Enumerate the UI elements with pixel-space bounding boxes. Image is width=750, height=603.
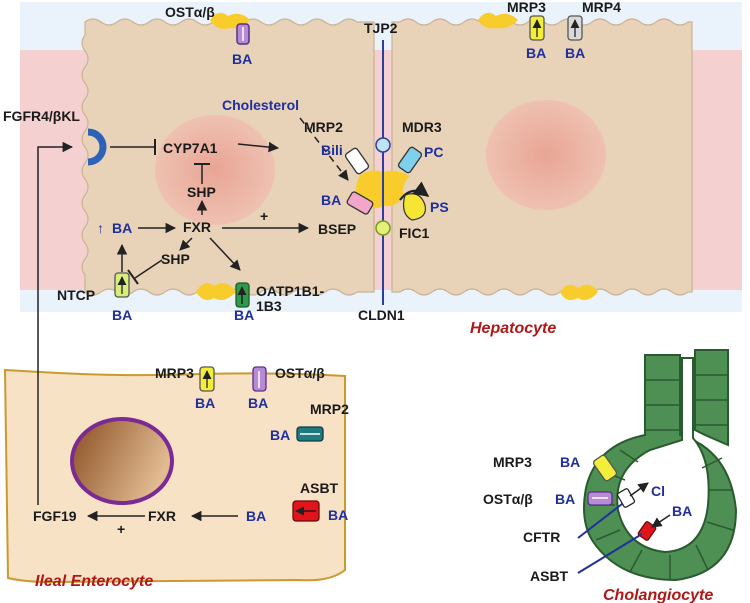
ost-ileal-label: OSTα/β [275, 365, 325, 381]
fxr-ileal-label: FXR [148, 508, 176, 524]
cldn1-label: CLDN1 [358, 307, 405, 323]
mrp3-ileal-label: MRP3 [155, 365, 194, 381]
fgf19-to-fgfr4-arrow [37, 141, 74, 505]
fic1-label: FIC1 [399, 225, 430, 241]
asbt-chol-label: ASBT [530, 568, 569, 584]
fgf19-label: FGF19 [33, 508, 77, 524]
canaliculus-bottom-left [196, 283, 236, 300]
cldn1-junction [375, 220, 391, 236]
mrp2-ileal-label: MRP2 [310, 401, 349, 417]
hepatocyte-nucleus-right [486, 100, 606, 210]
ost-top-label: OSTα/β [165, 4, 215, 20]
ba-mrp4-top-label: BA [565, 45, 585, 61]
mrp3-transporter-chol [592, 454, 618, 482]
ps-label: PS [430, 199, 449, 215]
oatp-label-a: OATP1B1- [256, 283, 325, 299]
ost-transporter-chol [587, 491, 613, 506]
ba-mrp3-ileal-label: BA [195, 395, 215, 411]
mrp3-top-label: MRP3 [507, 0, 546, 15]
canaliculus-top-right [478, 12, 518, 29]
mrp4-top-label: MRP4 [582, 0, 621, 15]
bsep-label: BSEP [318, 221, 356, 237]
up-arrow-label: ↑ [97, 220, 104, 236]
cholesterol-dashed-arrow [299, 117, 349, 181]
ost-transporter-top [236, 23, 250, 45]
plus-2-label: + [117, 521, 125, 537]
ba-oatp-label: BA [234, 307, 254, 323]
bili-label: Bili [321, 142, 343, 158]
cholesterol-label: Cholesterol [222, 97, 299, 113]
shp1-label: SHP [187, 184, 216, 200]
ba-ntcp-label: BA [112, 307, 132, 323]
shp-ntcp-inhibit-line [134, 259, 163, 279]
mrp2-transporter-ileal [296, 426, 324, 442]
ba-bsep-label: BA [321, 192, 341, 208]
cyp-arrow [237, 141, 280, 153]
labels: OSTα/β BA MRP3 MRP4 BA BA TJP2 Cholester… [3, 0, 713, 603]
cftr-label: CFTR [523, 529, 560, 545]
ba-mrp3-chol-label: BA [560, 454, 580, 470]
hepatocyte-nucleus-left [155, 115, 275, 225]
mrp3-transporter-top [529, 15, 545, 41]
asbt-ileal-label: ASBT [300, 480, 339, 496]
canaliculus-bottom-right [560, 284, 598, 300]
plus-1-label: + [260, 208, 268, 224]
ba-up-label: BA [112, 220, 132, 236]
cl-label: Cl [651, 483, 665, 499]
enterocyte-label: Ileal Enterocyte [35, 573, 153, 590]
ost-transporter-ileal [252, 366, 267, 392]
mdr3-transporter [397, 146, 423, 174]
ba-asbt-in-label: BA [246, 508, 266, 524]
bsep-transporter [346, 191, 374, 215]
ba-asbt-out-label: BA [328, 507, 348, 523]
ntcp-transporter [114, 272, 130, 298]
pc-label: PC [424, 144, 443, 160]
cyp7a1-label: CYP7A1 [163, 140, 218, 156]
ost-chol-label: OSTα/β [483, 491, 533, 507]
oatp-label-b: 1B3 [256, 298, 282, 314]
asbt-pointer [577, 533, 643, 574]
mdr3-label: MDR3 [402, 119, 442, 135]
tjp2-label: TJP2 [364, 20, 398, 36]
fgfr4-label: FGFR4/βKL [3, 108, 80, 124]
mrp3-chol-label: MRP3 [493, 454, 532, 470]
enterocyte-panel [3, 141, 346, 584]
fgfr4-receptor [87, 128, 107, 166]
ba-ost-ileal-label: BA [248, 395, 268, 411]
bile-duct-outer-right [694, 349, 729, 447]
ba-mrp2-ileal-label: BA [270, 427, 290, 443]
tjp2-junction [375, 137, 391, 153]
oatp-transporter [235, 282, 250, 308]
cftr-pointer [577, 503, 623, 539]
asbt-transporter-ileal [292, 500, 320, 522]
cholangiocyte-label: Cholangiocyte [603, 587, 713, 603]
ba-mrp3-top-label: BA [526, 45, 546, 61]
fxr-shp2-arrow [179, 237, 193, 251]
hepatocyte-label: Hepatocyte [470, 320, 556, 337]
mrp4-transporter-top [567, 15, 583, 41]
fxr-oatp-arrow [209, 237, 241, 271]
ba-chol-label: BA [672, 503, 692, 519]
mrp3-transporter-ileal [199, 366, 215, 392]
ntcp-label: NTCP [57, 287, 95, 303]
ba-chol-arrow [651, 514, 671, 528]
cl-arrow [629, 482, 649, 497]
fic1-transporter [399, 181, 430, 221]
ba-ost-top-label: BA [232, 51, 252, 67]
shp2-label: SHP [161, 251, 190, 267]
enterocyte-cell [3, 368, 346, 584]
cholangiocyte-panel [577, 349, 738, 582]
ba-ost-chol-label: BA [555, 491, 575, 507]
mrp2-transporter [344, 147, 370, 175]
fxr1-label: FXR [183, 219, 211, 235]
enterocyte-nucleus [70, 417, 174, 505]
hepatocyte-panel [20, 2, 742, 312]
shp-ntcp-inhibit-bar [127, 269, 139, 285]
mrp2-label: MRP2 [304, 119, 343, 135]
